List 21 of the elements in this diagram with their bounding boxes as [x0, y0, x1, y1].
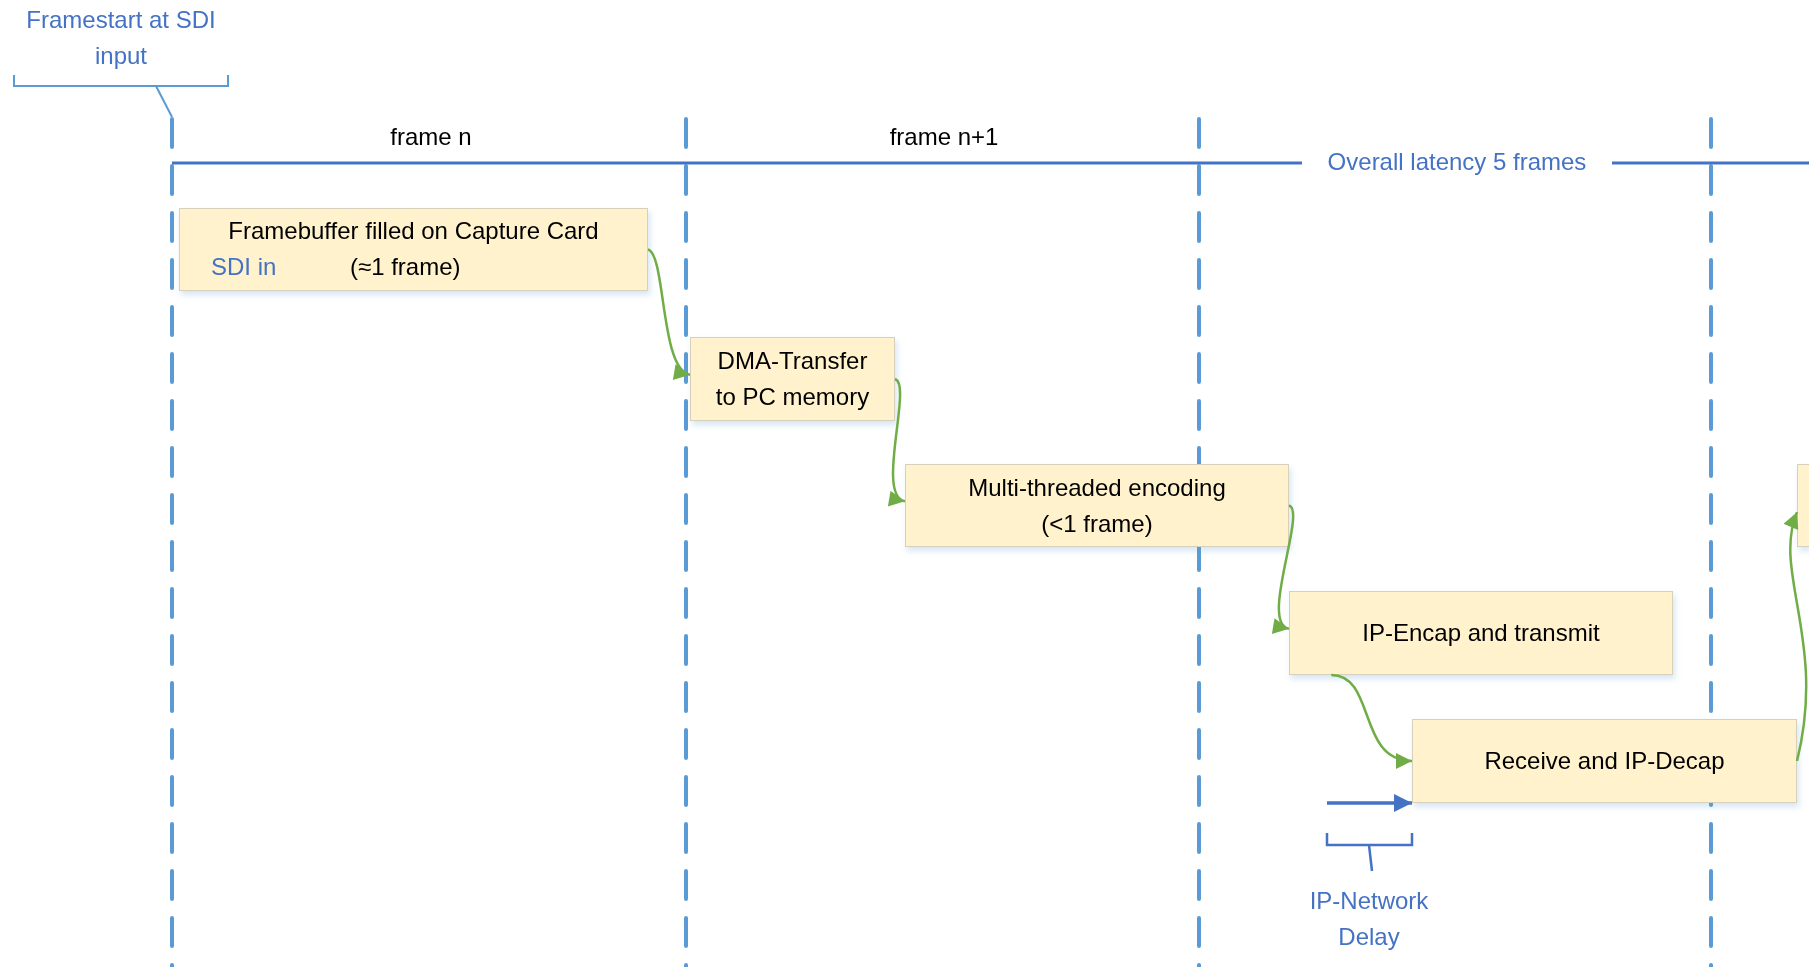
frame-label: frame n — [389, 123, 473, 151]
arrow — [1784, 511, 1808, 762]
process-box — [905, 464, 1289, 547]
step-text: DMA-Transfer to PC memory — [714, 346, 871, 412]
callout-text: Framestart at SDI input — [25, 5, 217, 71]
step-text: Multi-threaded encoding (<1 frame) — [967, 472, 1227, 539]
signal-label: SDI in — [211, 252, 277, 282]
process-box — [1797, 464, 1809, 547]
process-box — [1289, 591, 1673, 675]
process-box — [1412, 719, 1797, 803]
frame-label: frame n+1 — [888, 123, 1000, 151]
process-box — [179, 208, 648, 291]
process-box — [690, 337, 895, 421]
step-text: IP-Encap and transmit — [1362, 618, 1600, 648]
step-text: Receive and IP-Decap — [1484, 746, 1725, 776]
callout-text: IP-Network Delay — [1308, 886, 1430, 952]
arrow — [1327, 794, 1412, 812]
latency-label: Overall latency 5 frames — [1326, 147, 1588, 177]
step-text: Framebuffer filled on Capture Card — [227, 216, 600, 246]
arrow — [1331, 673, 1413, 767]
duration-text: (≈1 frame) — [350, 252, 461, 282]
